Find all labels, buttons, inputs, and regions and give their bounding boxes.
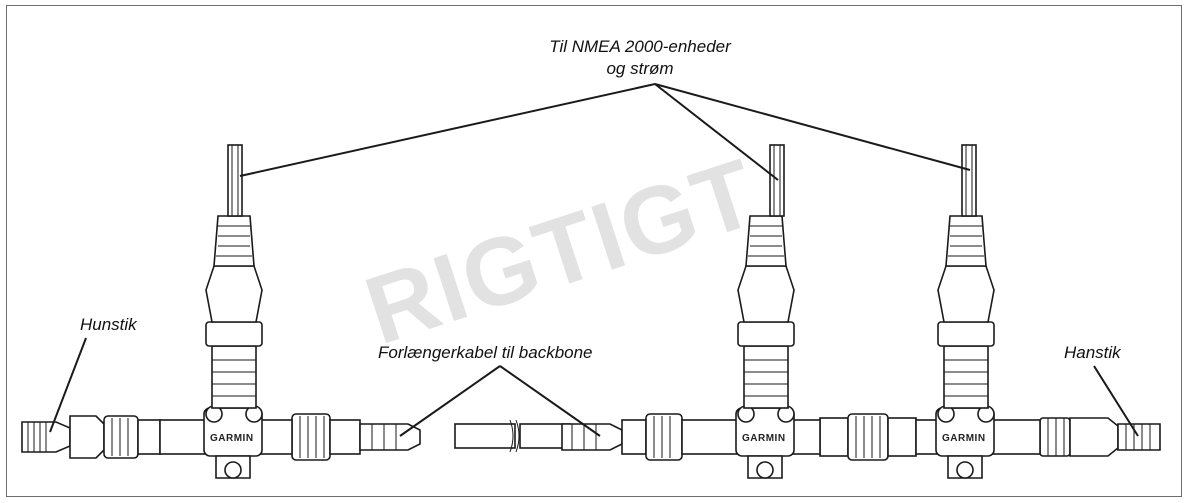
tee-connector-2: GARMIN [681,144,821,479]
tee-brand-2: GARMIN [742,433,786,444]
backbone-extension-cable [454,419,571,453]
watermark-text: RIGTIGT [353,139,770,365]
tee-brand-3: GARMIN [942,433,986,444]
tee-connector-3: GARMIN [915,144,1041,479]
backbone-coupler-mid [819,413,917,461]
label-devices-line2: og strøm [606,59,673,78]
female-end-connector [21,415,161,459]
tee-connector-1: GARMIN [159,144,293,479]
tee-brand-1: GARMIN [210,433,254,444]
backbone-coupler-right [561,413,683,461]
male-end-connector [1039,417,1161,457]
leader-lines [49,83,1139,437]
label-devices-line1: Til NMEA 2000-enheder [549,37,732,56]
backbone-coupler-left [291,413,421,461]
label-female-connector: Hunstik [80,315,138,334]
label-male-connector: Hanstik [1064,343,1122,362]
label-extension-cable: Forlængerkabel til backbone [378,343,593,362]
